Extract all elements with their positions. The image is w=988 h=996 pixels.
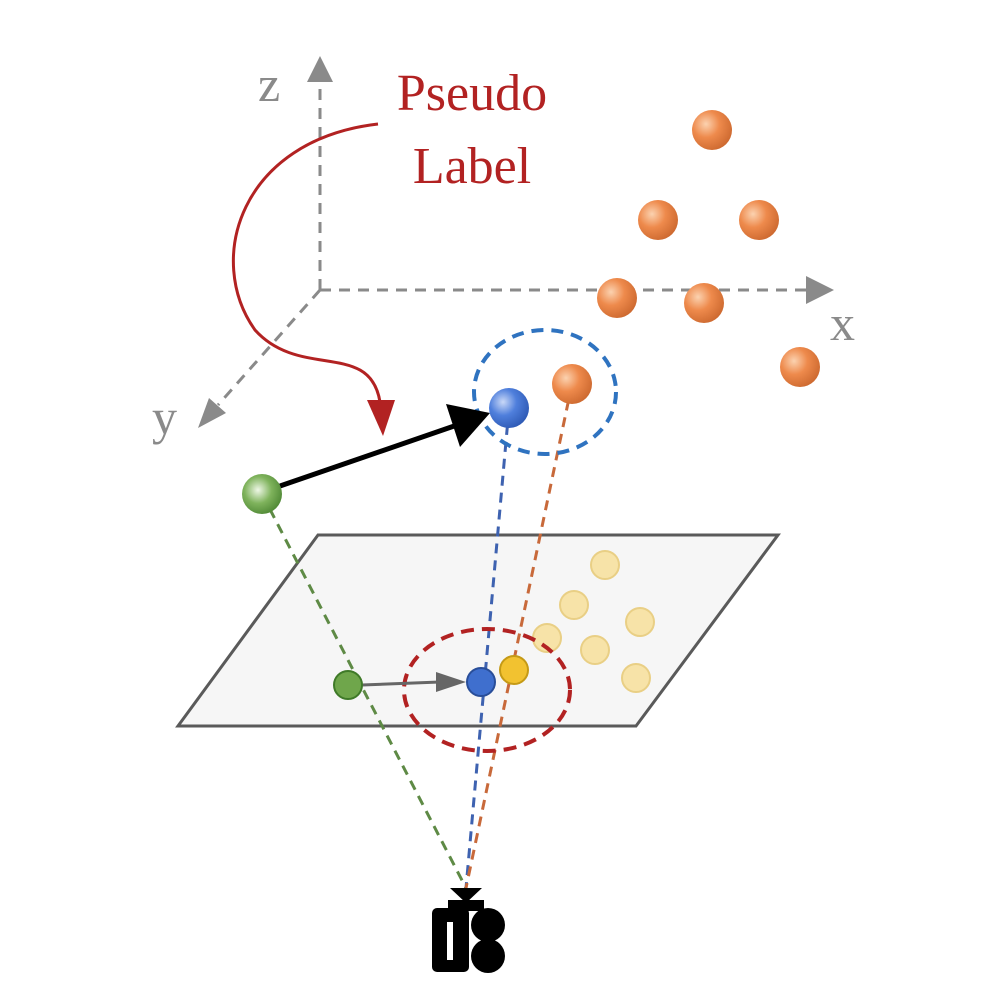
blue-pseudo-label-point bbox=[489, 388, 529, 428]
projected-points-faded bbox=[532, 550, 655, 693]
pseudo-label-line1: Pseudo bbox=[397, 65, 547, 122]
orange-point bbox=[780, 347, 820, 387]
camera-icon bbox=[432, 888, 505, 973]
y-axis-line bbox=[216, 289, 322, 406]
camera-reel-top bbox=[471, 908, 505, 942]
plane-offset-arrow bbox=[361, 680, 441, 687]
faded-point bbox=[590, 550, 620, 580]
orange-point-near-label bbox=[552, 364, 592, 404]
pseudo-label-ring bbox=[472, 328, 618, 456]
orange-point bbox=[739, 200, 779, 240]
z-axis-arrowhead bbox=[307, 56, 333, 82]
x-axis-arrowhead bbox=[806, 276, 834, 304]
plane-points bbox=[333, 655, 529, 700]
green-ray bbox=[260, 493, 468, 889]
prediction-arrow-line bbox=[279, 421, 461, 489]
orange-point bbox=[684, 283, 724, 323]
green-plane-point bbox=[333, 670, 363, 700]
pseudo-label-arrowhead bbox=[367, 400, 395, 436]
faded-point bbox=[621, 663, 651, 693]
y-axis-label: y bbox=[152, 389, 177, 445]
camera-mount bbox=[448, 900, 484, 911]
prediction-arrow bbox=[279, 404, 490, 489]
blue-plane-point bbox=[466, 667, 496, 697]
point-cloud bbox=[552, 110, 820, 404]
camera-reel-bottom bbox=[471, 939, 505, 973]
orange-point bbox=[597, 278, 637, 318]
coordinate-axes: z x y bbox=[152, 56, 855, 445]
image-plane bbox=[175, 533, 781, 728]
z-axis-label: z bbox=[258, 56, 280, 112]
prediction-arrowhead bbox=[446, 404, 490, 447]
faded-point bbox=[559, 590, 589, 620]
projection-rays bbox=[260, 383, 574, 889]
faded-point bbox=[625, 607, 655, 637]
blue-ray bbox=[464, 407, 511, 889]
yellow-plane-point bbox=[499, 655, 529, 685]
pseudo-label-curved-arrow bbox=[232, 122, 382, 403]
camera-lens-cone bbox=[450, 888, 482, 903]
faded-point bbox=[580, 635, 610, 665]
plane-offset-arrowhead bbox=[436, 672, 466, 692]
y-axis-arrowhead bbox=[198, 398, 226, 428]
x-axis-label: x bbox=[830, 295, 855, 351]
pseudo-label-annotation: Pseudo Label bbox=[232, 65, 547, 436]
orange-ray bbox=[464, 383, 574, 889]
orange-point bbox=[638, 200, 678, 240]
orange-point bbox=[692, 110, 732, 150]
pseudo-label-line2: Label bbox=[413, 138, 531, 195]
camera-slot bbox=[447, 922, 453, 960]
plane-match-ring bbox=[402, 627, 572, 753]
green-prediction-point bbox=[242, 474, 282, 514]
